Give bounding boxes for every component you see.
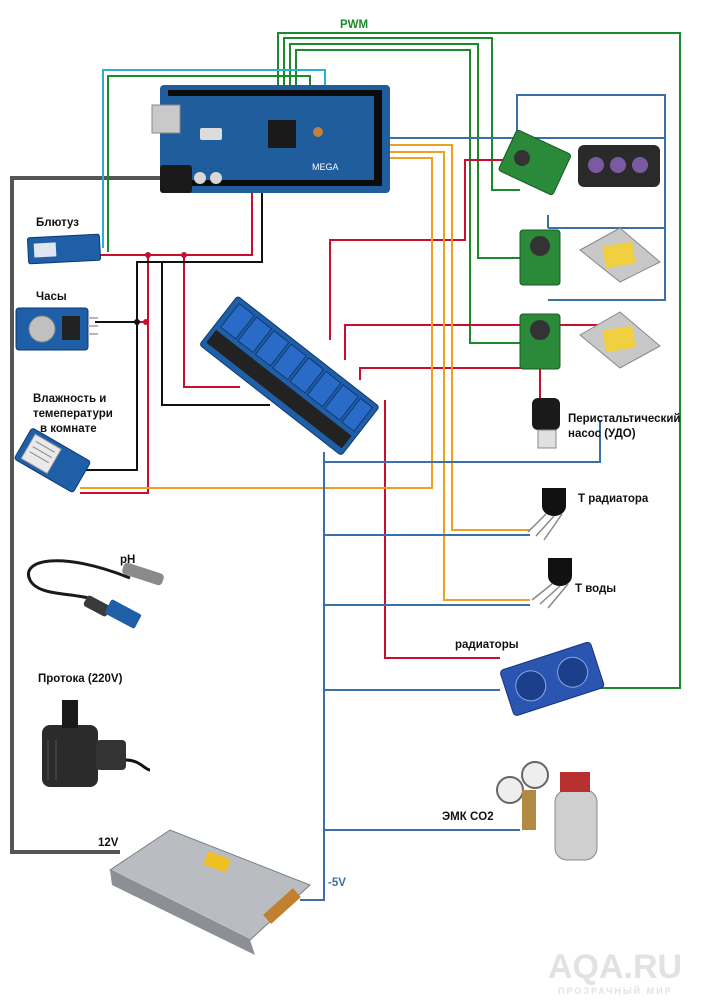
- power-supply-12v: [109, 829, 311, 955]
- v5-label: -5V: [328, 877, 346, 889]
- humidity-label-line2: темеператури: [33, 408, 113, 420]
- led-cluster-1: [578, 145, 660, 187]
- flow-pump-label: Протока (220V): [38, 673, 123, 685]
- arduino-brand-label: MEGA: [312, 162, 339, 172]
- bluetooth-label: Блютуз: [36, 217, 79, 229]
- wire-bluetooth-green: [107, 75, 311, 252]
- ph-probe: [27, 559, 164, 629]
- ph-label: pH: [120, 554, 135, 566]
- peristaltic-label-line1: Перистальтический: [568, 413, 680, 425]
- junction-dots: [134, 252, 187, 325]
- led-chip-3: [579, 311, 661, 369]
- temperature-sensor-radiator: [527, 488, 566, 541]
- wire-orange: [80, 144, 530, 601]
- wire-pwm-green: [277, 32, 681, 689]
- peristaltic-pump: [532, 398, 560, 449]
- wire-12v: [10, 176, 165, 854]
- flow-pump: [42, 700, 151, 787]
- radiator-fans: [500, 641, 605, 716]
- emk-co2-label: ЭМК CO2: [442, 811, 494, 823]
- watermark-subtitle: ПРОЗРАЧНЫЙ МИР: [558, 985, 673, 996]
- wire-5v-blue: [300, 94, 666, 901]
- arduino-mega-board: MEGA: [151, 85, 390, 193]
- clock-label: Часы: [36, 291, 67, 303]
- bluetooth-module: [26, 233, 102, 265]
- v12-label: 12V: [98, 837, 119, 849]
- humidity-label-line1: Влажность и: [33, 393, 106, 405]
- led-driver-1: [498, 129, 572, 196]
- led-driver-3: [519, 313, 561, 370]
- co2-regulator: [496, 761, 598, 861]
- temperature-sensor-water: [531, 558, 572, 609]
- wire-bluetooth-cyan: [102, 69, 326, 248]
- led-driver-2: [519, 229, 561, 286]
- humidity-label-line3: в комнате: [40, 423, 97, 435]
- pwm-label: PWM: [340, 19, 368, 31]
- rtc-clock-module: [15, 307, 98, 351]
- radiators-label: радиаторы: [455, 639, 519, 651]
- peristaltic-label-line2: насос (УДО): [568, 428, 636, 440]
- watermark-logo: AQA.RU: [548, 948, 682, 986]
- t-water-label: Т воды: [575, 583, 616, 595]
- humidity-temperature-sensor: [14, 428, 91, 493]
- wire-black: [72, 190, 270, 471]
- led-chip-2: [579, 227, 661, 283]
- relay-module-8ch: [200, 296, 379, 455]
- t-radiator-label: Т радиатора: [578, 493, 649, 505]
